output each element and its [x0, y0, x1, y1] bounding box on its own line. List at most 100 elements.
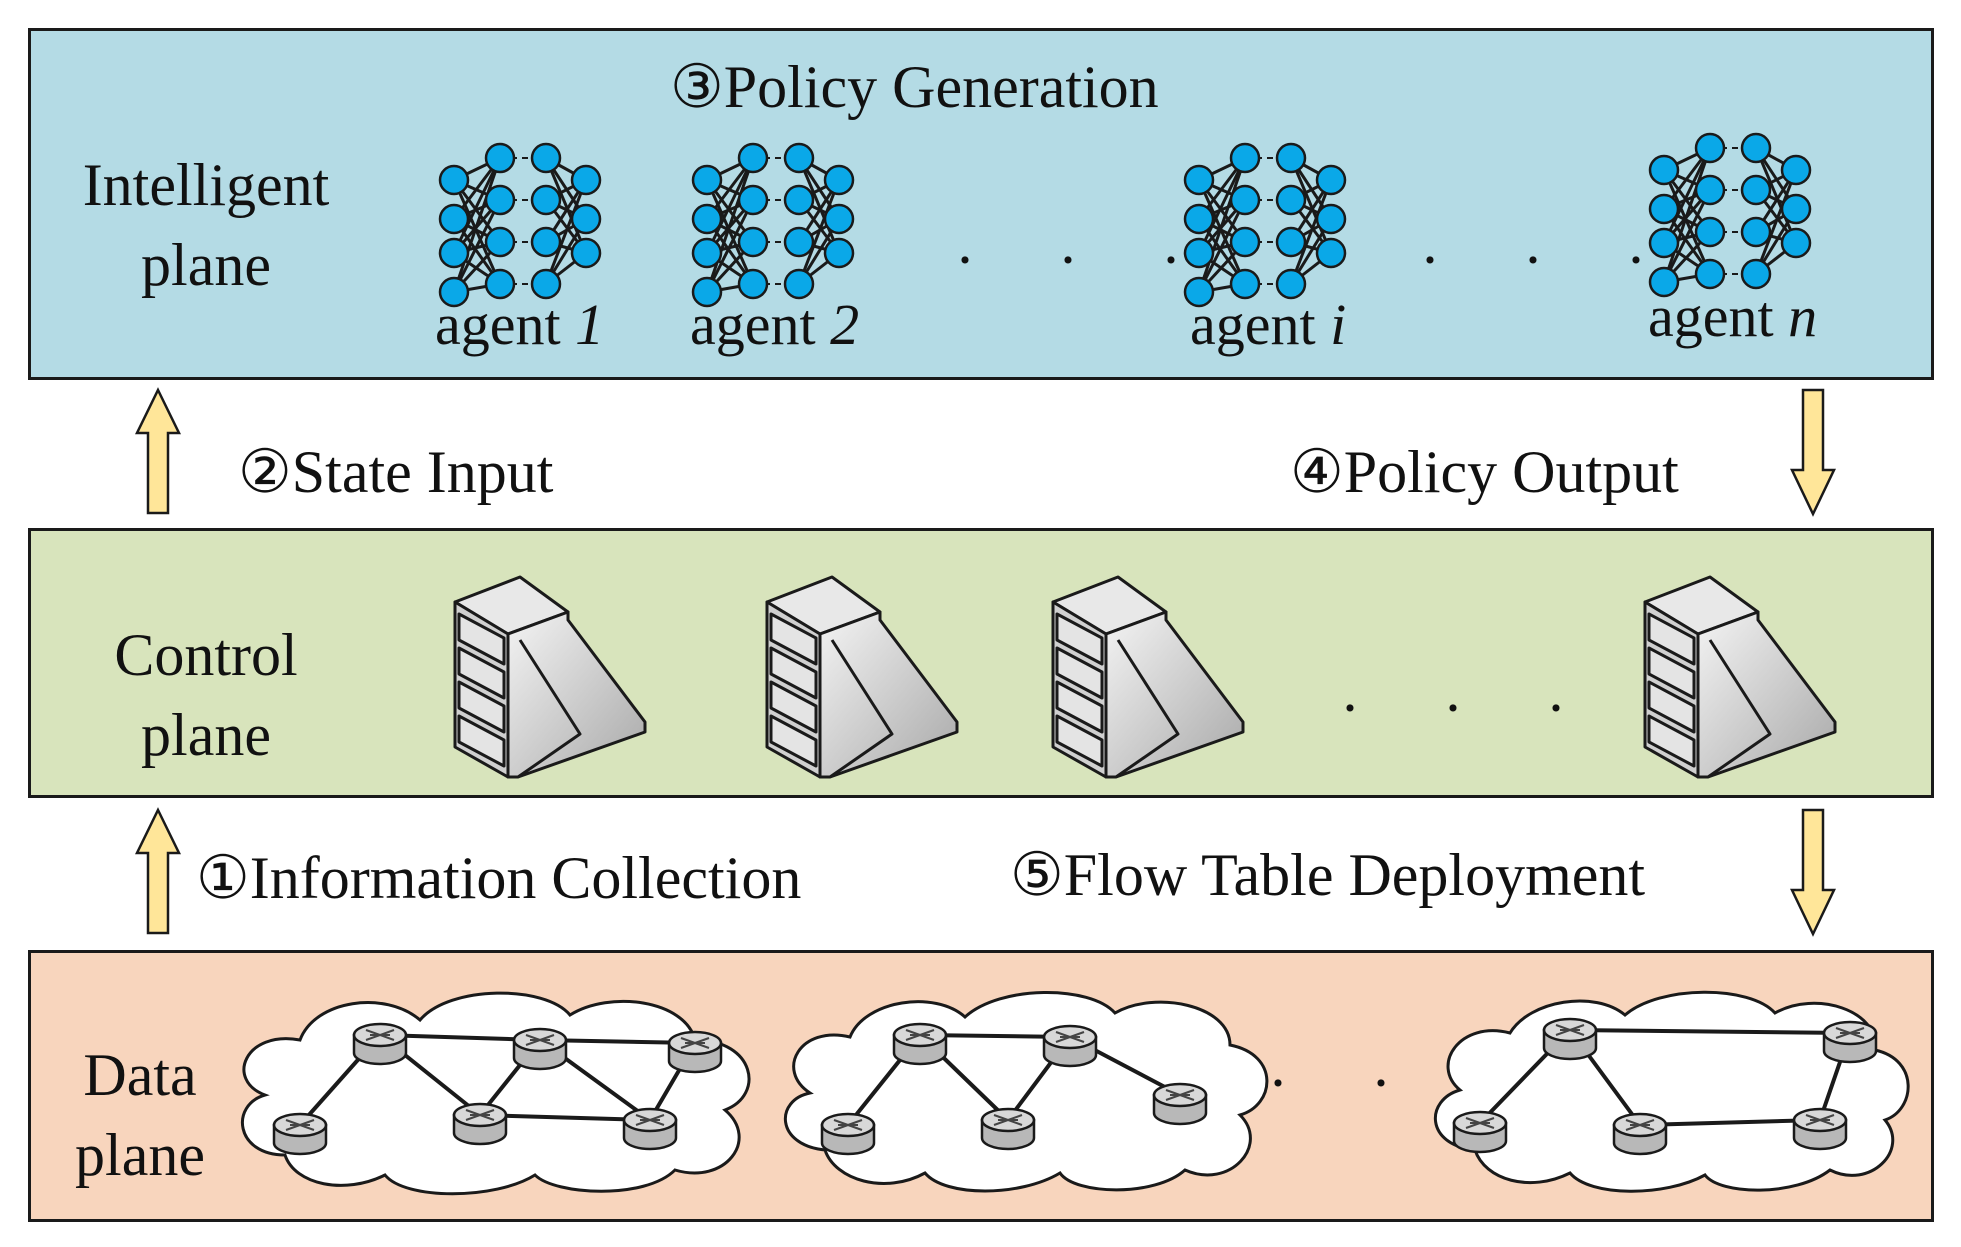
- intelligent-plane: [28, 28, 1934, 380]
- neuron-node: [1740, 174, 1772, 206]
- neuron-node: [737, 184, 769, 216]
- neuron-node: [823, 203, 855, 235]
- router-icon: [1452, 1110, 1508, 1154]
- cloud-shape: [1434, 990, 1910, 1193]
- router-icon: [1152, 1082, 1208, 1126]
- neuron-node: [1229, 142, 1261, 174]
- agent-label-prefix: agent: [435, 292, 576, 357]
- neuron-node: [1229, 226, 1261, 258]
- neuron-node: [484, 226, 516, 258]
- step-state-input: ②State Input: [238, 439, 554, 505]
- controllers-ellipsis: · · ·: [1340, 675, 1600, 741]
- router-icon: [1822, 1020, 1878, 1064]
- neuron-node: [1694, 258, 1726, 290]
- neuron-node: [1315, 237, 1347, 269]
- neuron-node: [570, 237, 602, 269]
- neuron-node: [1183, 164, 1215, 196]
- neural-network-icon: [438, 142, 602, 308]
- neuron-node: [1183, 203, 1215, 235]
- router-icon: [980, 1107, 1036, 1151]
- control-plane-label-line1: Control: [114, 622, 298, 688]
- agents-ellipsis-1: · · ·: [955, 227, 1215, 293]
- neuron-node: [570, 164, 602, 196]
- neuron-node: [1275, 184, 1307, 216]
- router-icon: [622, 1107, 678, 1151]
- neuron-node: [1740, 132, 1772, 164]
- neuron-node: [783, 142, 815, 174]
- server-icon: [1643, 575, 1837, 779]
- agent-label-index: i: [1330, 292, 1347, 357]
- neuron-node: [438, 164, 470, 196]
- agent-label-index: 2: [830, 292, 860, 357]
- control-plane: [28, 528, 1934, 798]
- neural-network-icon: [691, 142, 855, 308]
- router-icon: [352, 1022, 408, 1066]
- neuron-node: [438, 203, 470, 235]
- neuron-node: [1740, 216, 1772, 248]
- neural-network-icon: [1648, 132, 1812, 298]
- agent-label-1: agent 1: [435, 290, 604, 360]
- agent-label-index: n: [1788, 284, 1818, 349]
- neuron-node: [438, 237, 470, 269]
- neuron-node: [530, 184, 562, 216]
- neuron-node: [1229, 268, 1261, 300]
- up-arrow-icon: [134, 387, 182, 515]
- neuron-node: [783, 184, 815, 216]
- neuron-node: [530, 268, 562, 300]
- server-icon: [1051, 575, 1245, 779]
- down-arrow-icon: [1790, 388, 1836, 517]
- neuron-node: [737, 142, 769, 174]
- router-icon: [1542, 1017, 1598, 1061]
- control-plane-label: Control plane: [56, 615, 356, 775]
- neuron-node: [783, 268, 815, 300]
- agent-label-index: 1: [575, 292, 605, 357]
- neuron-node: [530, 226, 562, 258]
- router-icon: [452, 1102, 508, 1146]
- neuron-node: [1780, 193, 1812, 225]
- neuron-node: [1694, 216, 1726, 248]
- control-plane-label-line2: plane: [141, 702, 271, 768]
- neuron-node: [823, 237, 855, 269]
- agent-label-2: agent 2: [690, 290, 859, 360]
- intelligent-plane-label-line2: plane: [141, 232, 271, 298]
- neuron-node: [484, 184, 516, 216]
- router-icon: [512, 1027, 568, 1071]
- network-cloud-2: [784, 991, 1269, 1193]
- neural-network-icon: [1183, 142, 1347, 308]
- neuron-node: [484, 268, 516, 300]
- neuron-node: [530, 142, 562, 174]
- router-icon: [1612, 1112, 1668, 1156]
- neuron-node: [737, 268, 769, 300]
- neuron-node: [1315, 164, 1347, 196]
- up-arrow-icon: [134, 807, 182, 935]
- agent-label-n: agent n: [1648, 282, 1817, 352]
- neuron-node: [1315, 203, 1347, 235]
- neuron-node: [823, 164, 855, 196]
- neuron-node: [1648, 154, 1680, 186]
- down-arrow-icon: [1790, 808, 1836, 937]
- neuron-node: [691, 276, 723, 308]
- neuron-node: [1780, 227, 1812, 259]
- network-cloud-3: [1434, 990, 1910, 1193]
- neuron-node: [1740, 258, 1772, 290]
- neuron-node: [1275, 268, 1307, 300]
- step-policy-output: ④Policy Output: [1290, 439, 1679, 505]
- step-policy-generation: ③Policy Generation: [670, 54, 1159, 120]
- neuron-node: [691, 203, 723, 235]
- router-icon: [820, 1112, 876, 1156]
- neuron-node: [438, 276, 470, 308]
- data-plane-label: Data plane: [40, 1035, 240, 1195]
- neuron-node: [1275, 226, 1307, 258]
- neuron-node: [1275, 142, 1307, 174]
- server-icon: [765, 575, 959, 779]
- neuron-node: [484, 142, 516, 174]
- router-icon: [892, 1022, 948, 1066]
- neuron-node: [1694, 132, 1726, 164]
- router-icon: [1792, 1107, 1848, 1151]
- data-plane-label-line1: Data: [83, 1042, 197, 1108]
- neuron-node: [1694, 174, 1726, 206]
- neuron-node: [570, 203, 602, 235]
- neuron-node: [1183, 276, 1215, 308]
- server-icon: [453, 575, 647, 779]
- neuron-node: [1780, 154, 1812, 186]
